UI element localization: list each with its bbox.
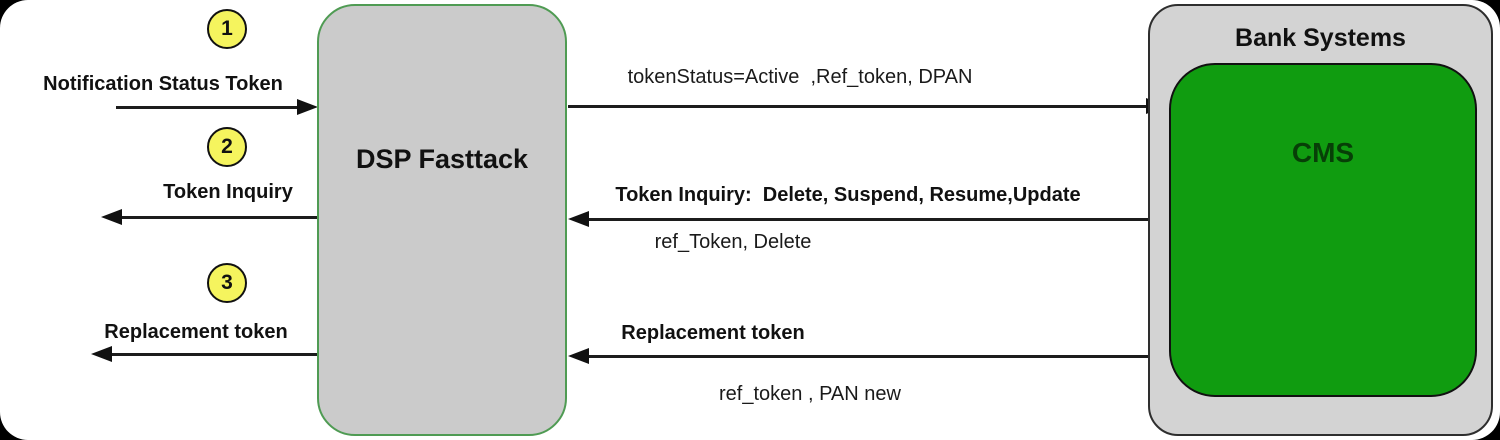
step-number-1: 1 — [221, 17, 233, 40]
arrowhead-left-token-inquiry-icon — [101, 209, 122, 225]
arrowhead-left-replacement-message-icon — [568, 348, 589, 364]
arrow-line-replacement-left — [100, 353, 320, 356]
label-token-inquiry-left: Token Inquiry — [163, 181, 293, 203]
arrow-line-token-inquiry-message — [588, 218, 1168, 221]
dsp-fasttack-box: DSP Fasttack — [317, 4, 567, 436]
label-ref-token-delete: ref_Token, Delete — [654, 231, 812, 253]
label-replacement-token-left: Replacement token — [104, 321, 288, 343]
step-number-2: 2 — [221, 135, 233, 158]
bank-systems-box: Bank Systems CMS — [1148, 4, 1493, 436]
step-number-3: 3 — [221, 271, 233, 294]
dsp-fasttack-label: DSP Fasttack — [355, 144, 529, 174]
label-replacement-token-message: Replacement token — [621, 322, 805, 344]
step-circle-2: 2 — [207, 127, 247, 167]
label-token-status: tokenStatus=Active ,Ref_token, DPAN — [627, 66, 973, 88]
arrow-line-token-status — [568, 105, 1148, 108]
step-circle-3: 3 — [207, 263, 247, 303]
arrow-line-token-inquiry-left — [110, 216, 318, 219]
step-circle-1: 1 — [207, 9, 247, 49]
arrow-line-notification — [116, 106, 300, 109]
cms-box: CMS — [1169, 63, 1477, 397]
arrowhead-right-notification-icon — [297, 99, 318, 115]
arrowhead-left-token-inquiry-message-icon — [568, 211, 589, 227]
label-notification-status-token: Notification Status Token — [43, 73, 283, 95]
cms-label: CMS — [1291, 137, 1355, 168]
label-token-inquiry-message: Token Inquiry: Delete, Suspend, Resume,U… — [615, 184, 1081, 206]
arrow-line-replacement-message — [588, 355, 1175, 358]
bank-systems-title: Bank Systems — [1235, 24, 1406, 52]
label-ref-token-pan-new: ref_token , PAN new — [719, 383, 901, 405]
arrowhead-left-replacement-icon — [91, 346, 112, 362]
